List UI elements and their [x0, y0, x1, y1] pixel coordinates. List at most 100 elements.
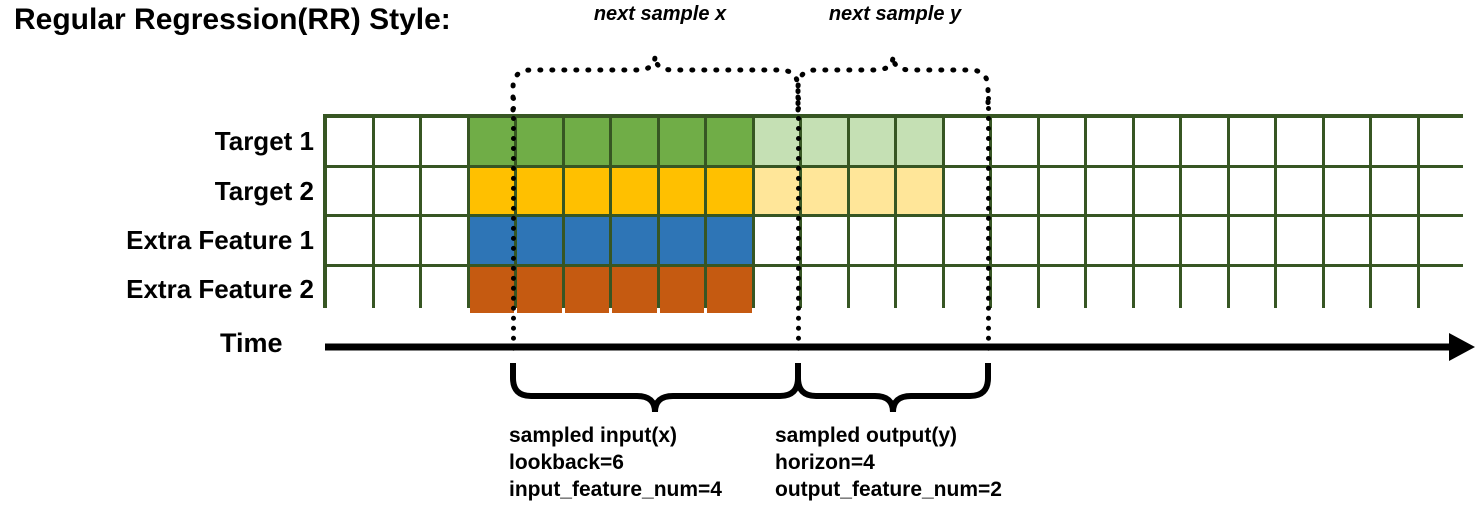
- grid-cell-r1-c0: [327, 167, 372, 214]
- grid-cell-r3-c9: [754, 266, 799, 313]
- grid-cell-r2-c3: [469, 217, 514, 264]
- grid-cell-r1-c15: [1039, 167, 1084, 214]
- grid-cell-r0-c11: [849, 118, 894, 165]
- grid-cell-r0-c19: [1229, 118, 1274, 165]
- sampled-output-annotation: sampled output(y) horizon=4 output_featu…: [775, 422, 1002, 503]
- grid-cell-r0-c18: [1182, 118, 1227, 165]
- time-axis-label: Time: [220, 328, 283, 358]
- grid-cell-r1-c22: [1372, 167, 1417, 214]
- grid-cell-r1-c13: [944, 167, 989, 214]
- grid-cell-r1-c19: [1229, 167, 1274, 214]
- grid-cell-r0-c9: [754, 118, 799, 165]
- grid-cell-r0-c22: [1372, 118, 1417, 165]
- guide-line-input-start: [511, 96, 516, 351]
- grid-cell-r2-c12: [897, 217, 942, 264]
- grid-cell-r2-c18: [1182, 217, 1227, 264]
- row-label-target-1: Target 1: [214, 126, 314, 156]
- grid-cell-r1-c10: [802, 167, 847, 214]
- page-title: Regular Regression(RR) Style:: [14, 3, 451, 36]
- grid-cell-r2-c4: [517, 217, 562, 264]
- grid-cell-r1-c12: [897, 167, 942, 214]
- grid-cell-r3-c6: [612, 266, 657, 313]
- timeseries-grid: [323, 114, 1464, 313]
- grid-cell-r1-c20: [1277, 167, 1322, 214]
- grid-cell-r2-c22: [1372, 217, 1417, 264]
- grid-cell-r1-c11: [849, 167, 894, 214]
- grid-cell-r1-c21: [1324, 167, 1369, 214]
- grid-cell-r0-c23: [1419, 118, 1464, 165]
- grid-cell-r2-c5: [564, 217, 609, 264]
- grid-cell-r3-c19: [1229, 266, 1274, 313]
- grid-cell-r1-c2: [422, 167, 467, 214]
- grid-cell-r1-c6: [612, 167, 657, 214]
- grid-row-extra-feature-2: [327, 266, 1464, 313]
- grid-cell-r1-c4: [517, 167, 562, 214]
- grid-cell-r3-c5: [564, 266, 609, 313]
- grid-cell-r2-c1: [374, 217, 419, 264]
- next-sample-y-label: next sample y: [828, 3, 962, 25]
- grid-cell-r2-c6: [612, 217, 657, 264]
- sampled-input-line-1: sampled input(x): [509, 424, 678, 447]
- grid-cell-r2-c7: [659, 217, 704, 264]
- grid-cell-r2-c10: [802, 217, 847, 264]
- grid-cell-r0-c13: [944, 118, 989, 165]
- row-label-target-2: Target 2: [214, 176, 314, 206]
- grid-cell-r2-c0: [327, 217, 372, 264]
- grid-cell-r0-c14: [992, 118, 1037, 165]
- grid-cell-r3-c18: [1182, 266, 1227, 313]
- grid-cell-r3-c13: [944, 266, 989, 313]
- grid-cell-r0-c5: [564, 118, 609, 165]
- sampled-output-line-1: sampled output(y): [775, 424, 957, 447]
- grid-cell-r2-c13: [944, 217, 989, 264]
- row-label-extra-feature-1: Extra Feature 1: [126, 225, 314, 255]
- guide-line-input-end: [796, 96, 801, 351]
- sampled-output-line-3: output_feature_num=2: [775, 478, 1002, 501]
- grid-cell-r3-c23: [1419, 266, 1464, 313]
- grid-cell-r0-c1: [374, 118, 419, 165]
- grid-cell-r1-c16: [1087, 167, 1132, 214]
- grid-cell-r1-c5: [564, 167, 609, 214]
- grid-cell-r1-c18: [1182, 167, 1227, 214]
- sampled-output-line-2: horizon=4: [775, 451, 875, 474]
- grid-cell-r1-c3: [469, 167, 514, 214]
- grid-cell-r1-c17: [1134, 167, 1179, 214]
- next-sample-x-label: next sample x: [593, 3, 727, 25]
- grid-cell-r3-c20: [1277, 266, 1322, 313]
- grid-cell-r0-c3: [469, 118, 514, 165]
- grid-cell-r2-c9: [754, 217, 799, 264]
- grid-cell-r1-c8: [707, 167, 752, 214]
- guide-line-output-end: [986, 96, 991, 351]
- grid-cell-r2-c8: [707, 217, 752, 264]
- grid-cell-r0-c8: [707, 118, 752, 165]
- grid-cell-r3-c21: [1324, 266, 1369, 313]
- grid-cell-r1-c9: [754, 167, 799, 214]
- grid-cell-r3-c0: [327, 266, 372, 313]
- time-axis-arrow: [325, 333, 1475, 361]
- grid-cell-r0-c4: [517, 118, 562, 165]
- grid-cell-r3-c7: [659, 266, 704, 313]
- grid-row-extra-feature-1: [327, 217, 1464, 264]
- grid-row-target-1: [327, 118, 1464, 165]
- grid-cell-r0-c21: [1324, 118, 1369, 165]
- grid-cell-r3-c11: [849, 266, 894, 313]
- grid-cell-r1-c23: [1419, 167, 1464, 214]
- grid-cell-r2-c15: [1039, 217, 1084, 264]
- grid-cell-r2-c23: [1419, 217, 1464, 264]
- grid-cell-r3-c22: [1372, 266, 1417, 313]
- grid-cell-r0-c20: [1277, 118, 1322, 165]
- grid-cell-r2-c14: [992, 217, 1037, 264]
- grid-cell-r2-c2: [422, 217, 467, 264]
- grid-cell-r3-c17: [1134, 266, 1179, 313]
- grid-cell-r3-c2: [422, 266, 467, 313]
- grid-cell-r3-c10: [802, 266, 847, 313]
- grid-cell-r3-c15: [1039, 266, 1084, 313]
- sampled-input-line-2: lookback=6: [509, 451, 624, 474]
- grid-cell-r3-c16: [1087, 266, 1132, 313]
- grid-cell-r2-c21: [1324, 217, 1369, 264]
- grid-cell-r3-c14: [992, 266, 1037, 313]
- grid-cell-r2-c11: [849, 217, 894, 264]
- grid-cell-r0-c15: [1039, 118, 1084, 165]
- grid-cell-r3-c12: [897, 266, 942, 313]
- grid-cell-r2-c17: [1134, 217, 1179, 264]
